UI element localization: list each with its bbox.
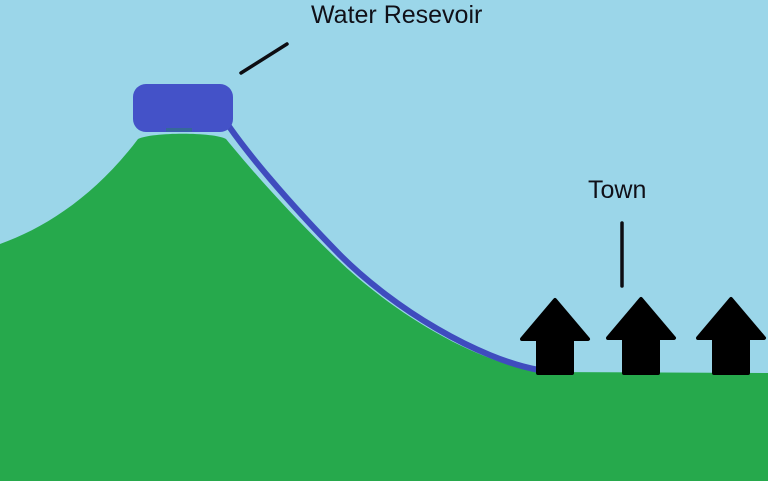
water-reservoir — [133, 84, 233, 132]
water-pipe — [219, 113, 542, 373]
reservoir-pointer-line — [239, 42, 289, 75]
reservoir-label: Water Resevoir — [311, 1, 483, 29]
town-house-icon — [696, 297, 766, 375]
reservoir-outlet-notch — [166, 128, 192, 132]
town-house-icon — [520, 298, 590, 375]
hill-and-ground — [0, 133, 768, 481]
town-label: Town — [588, 176, 647, 204]
town-house-icon — [606, 297, 676, 375]
